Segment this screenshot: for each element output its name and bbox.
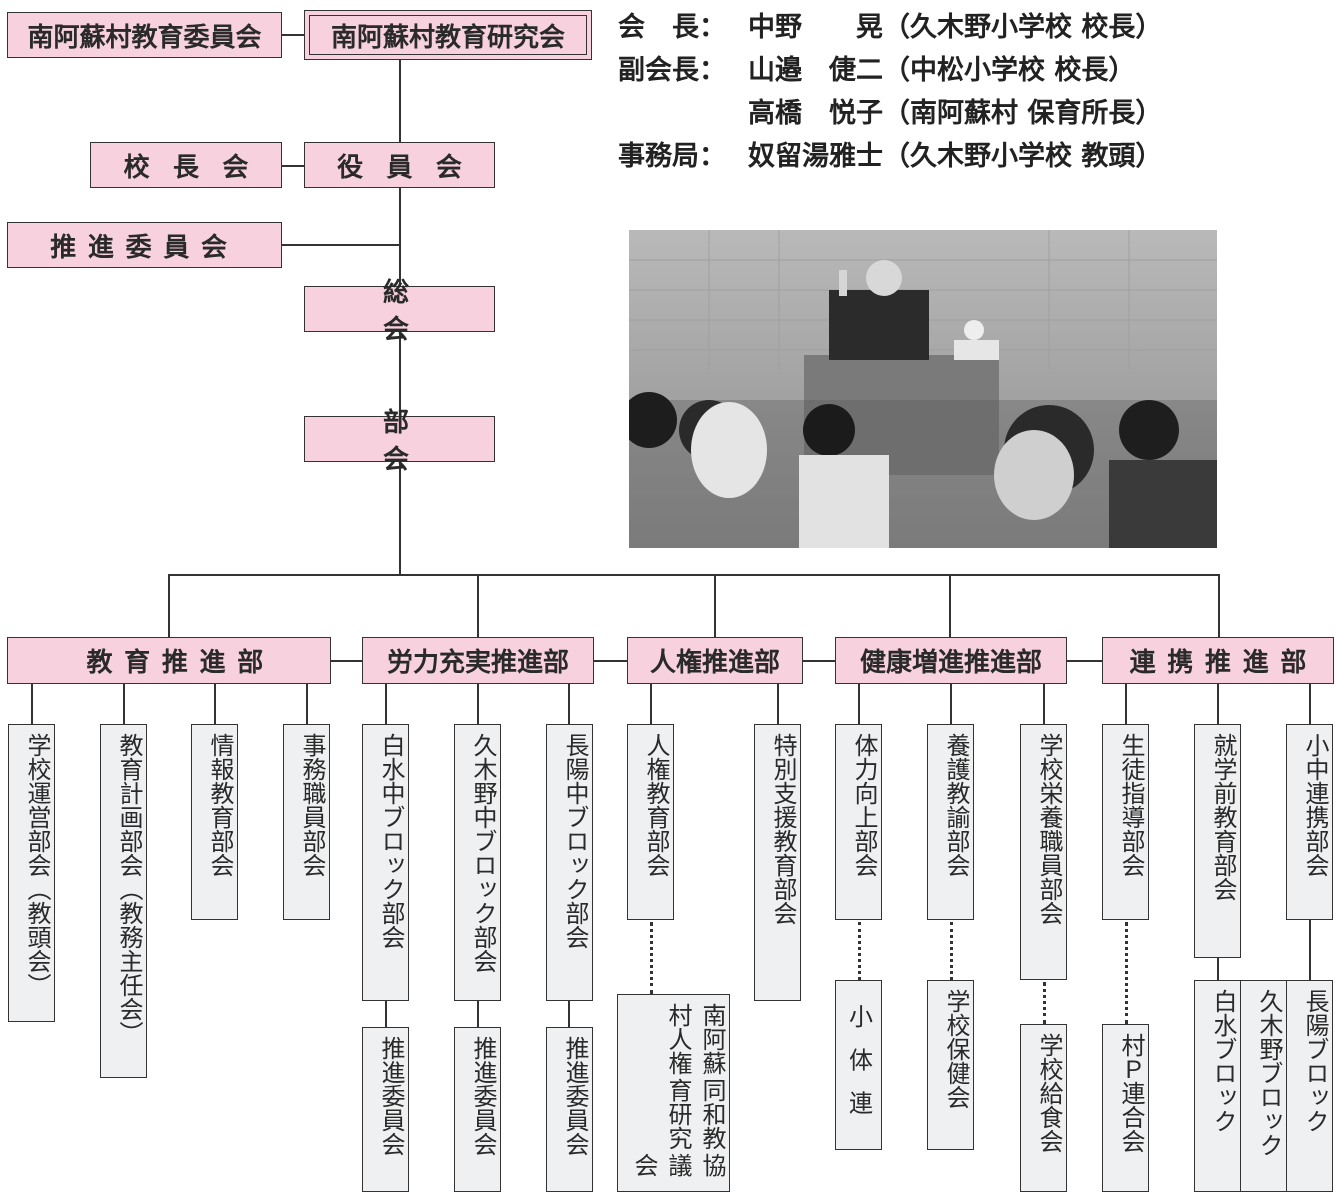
dotted-connector [858, 922, 861, 980]
connector [331, 660, 362, 662]
connector [282, 165, 304, 167]
education-research-association-box: 南阿蘇村教育研究会 [304, 10, 592, 60]
connector [858, 684, 860, 724]
village-pta-federation-box: 村Ｐ連合会 [1102, 1024, 1149, 1192]
general-assembly-box: 総会 [304, 278, 495, 345]
connector [568, 684, 570, 724]
connector [1309, 920, 1311, 980]
officer-row: 事務局：奴留湯雅士（久木野小学校 教頭） [618, 141, 1163, 172]
connector [1309, 684, 1311, 724]
connector [477, 574, 479, 637]
connector [1217, 958, 1219, 980]
connector [949, 574, 951, 637]
connector [803, 660, 835, 662]
sub-section-box: 教育計画部会（教務主任会） [100, 724, 147, 1078]
sub-section-box: 学校運営部会（教頭会） [8, 724, 55, 1022]
connector [1067, 660, 1102, 662]
connector [282, 34, 304, 36]
connector [168, 574, 170, 637]
dotted-connector [650, 922, 653, 994]
connector [385, 1001, 387, 1027]
sub-section-box: 情報教育部会 [191, 724, 238, 920]
connector [650, 684, 652, 724]
principals-meeting-box: 校長会 [90, 142, 282, 188]
shirami-block-box: 白水ブロック [1194, 980, 1241, 1192]
promotion-committee-box: 推進委員会 [7, 222, 282, 268]
dotted-connector [1125, 922, 1128, 1024]
connector [777, 684, 779, 724]
connector [568, 1001, 570, 1027]
speaker-photo-image [629, 230, 1217, 548]
sub-section-box: 人権教育部会 [627, 724, 674, 920]
promotion-committee-sub-box: 推進委員会 [546, 1027, 593, 1192]
sub-section-box: 長陽中ブロック部会 [546, 724, 593, 1001]
board-of-education-box: 南阿蘇村教育委員会 [7, 12, 282, 58]
health-promotion-division: 健康増進推進部 [835, 637, 1067, 684]
cooperation-promotion-division: 連携推進部 [1102, 637, 1334, 684]
connector [1125, 684, 1127, 724]
connector [1218, 574, 1220, 637]
connector [214, 684, 216, 724]
labor-enrichment-division: 労力充実推進部 [362, 637, 594, 684]
school-lunch-association-box: 学校給食会 [1020, 1024, 1067, 1192]
connector [282, 244, 400, 246]
officer-row: 高橋 悦子（南阿蘇村 保育所長） [748, 98, 1163, 129]
officer-row: 副会長：山邉 倢二（中松小学校 校長） [618, 55, 1136, 86]
sub-section-box: 体力向上部会 [835, 724, 882, 920]
school-health-association-box: 学校保健会 [927, 980, 974, 1150]
meeting-photo [629, 230, 1217, 548]
executive-meeting-box: 役員会 [304, 142, 495, 188]
human-rights-council-box: 南阿蘇村人権 同和教育研究 協議会 [617, 994, 730, 1192]
connector [306, 684, 308, 724]
sub-section-box: 特別支援教育部会 [754, 724, 801, 1001]
promotion-committee-sub-box: 推進委員会 [454, 1027, 501, 1192]
connector [950, 684, 952, 724]
kugino-block-box: 久木野ブロック [1240, 980, 1287, 1192]
sub-section-box: 学校栄養職員部会 [1020, 724, 1067, 980]
connector [714, 574, 716, 637]
officers-list: 会 長：中野 晃（久木野小学校 校長） 副会長：山邉 倢二（中松小学校 校長） … [618, 6, 1162, 178]
sub-section-box: 白水中ブロック部会 [362, 724, 409, 1001]
connector [1217, 684, 1219, 724]
connector [477, 1001, 479, 1027]
sub-section-box: 生徒指導部会 [1102, 724, 1149, 920]
choyo-block-box: 長陽ブロック [1286, 980, 1333, 1192]
education-promotion-division: 教育推進部 [7, 637, 331, 684]
sub-section-box: 久木野中ブロック部会 [454, 724, 501, 1001]
sub-section-box: 就学前教育部会 [1194, 724, 1241, 958]
connector [477, 684, 479, 724]
promotion-committee-sub-box: 推進委員会 [362, 1027, 409, 1192]
sub-section-box: 養護教諭部会 [927, 724, 974, 920]
sub-section-box: 事務職員部会 [283, 724, 330, 920]
division-bus-line [169, 574, 1220, 576]
sub-section-box: 小中連携部会 [1286, 724, 1333, 920]
school-athletics-league-box: 小体連 [835, 980, 882, 1150]
dotted-connector [950, 922, 953, 980]
connector [123, 684, 125, 724]
dotted-connector [1043, 982, 1046, 1024]
connector [594, 660, 627, 662]
officer-row: 会 長：中野 晃（久木野小学校 校長） [618, 12, 1163, 43]
connector [1043, 684, 1045, 724]
connector [385, 684, 387, 724]
sections-box: 部会 [304, 408, 495, 475]
human-rights-division: 人権推進部 [627, 637, 803, 684]
connector [31, 684, 33, 724]
